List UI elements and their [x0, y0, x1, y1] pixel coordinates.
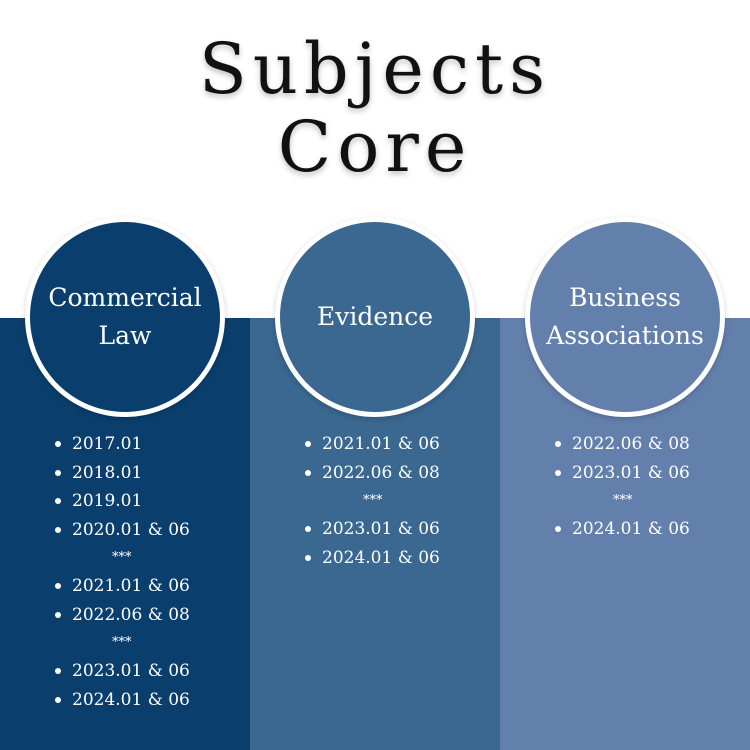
- list-item: 2021.01 & 06: [0, 572, 250, 601]
- heading-line-2: Law: [98, 321, 152, 350]
- list-item: 2017.01: [0, 430, 250, 459]
- title-line-1: Subjects: [198, 28, 552, 110]
- list-item: 2023.01 & 06: [500, 459, 750, 488]
- separator: ***: [363, 493, 383, 508]
- separator: ***: [112, 635, 132, 650]
- list-item: 2021.01 & 06: [250, 430, 500, 459]
- list-item: 2023.01 & 06: [0, 657, 250, 686]
- list-item: 2023.01 & 06: [250, 515, 500, 544]
- list-item: 2022.06 & 08: [500, 430, 750, 459]
- heading-line-1: Evidence: [316, 302, 434, 331]
- list-item: 2018.01: [0, 459, 250, 488]
- list-item: 2020.01 & 06: [0, 516, 250, 545]
- subject-circle-commercial-law: Commercial Law: [25, 217, 225, 417]
- subject-heading: Business Associations: [530, 222, 720, 412]
- separator: ***: [112, 550, 132, 565]
- list-item: 2024.01 & 06: [250, 544, 500, 573]
- list-item: 2022.06 & 08: [250, 459, 500, 488]
- subject-heading: Evidence: [280, 222, 470, 412]
- subject-circle-evidence: Evidence: [275, 217, 475, 417]
- title-line-2: Core: [277, 106, 473, 188]
- subject-circle-business-associations: Business Associations: [525, 217, 725, 417]
- heading-line-1: Commercial: [48, 283, 202, 312]
- separator: ***: [613, 493, 633, 508]
- heading-line-1: Business: [569, 283, 681, 312]
- heading-line-2: Associations: [546, 321, 704, 350]
- list-item: 2022.06 & 08: [0, 601, 250, 630]
- page-title: Subjects Core: [0, 30, 750, 186]
- list-item: 2024.01 & 06: [0, 686, 250, 715]
- list-item: 2024.01 & 06: [500, 515, 750, 544]
- subject-heading: Commercial Law: [30, 222, 220, 412]
- list-item: 2019.01: [0, 487, 250, 516]
